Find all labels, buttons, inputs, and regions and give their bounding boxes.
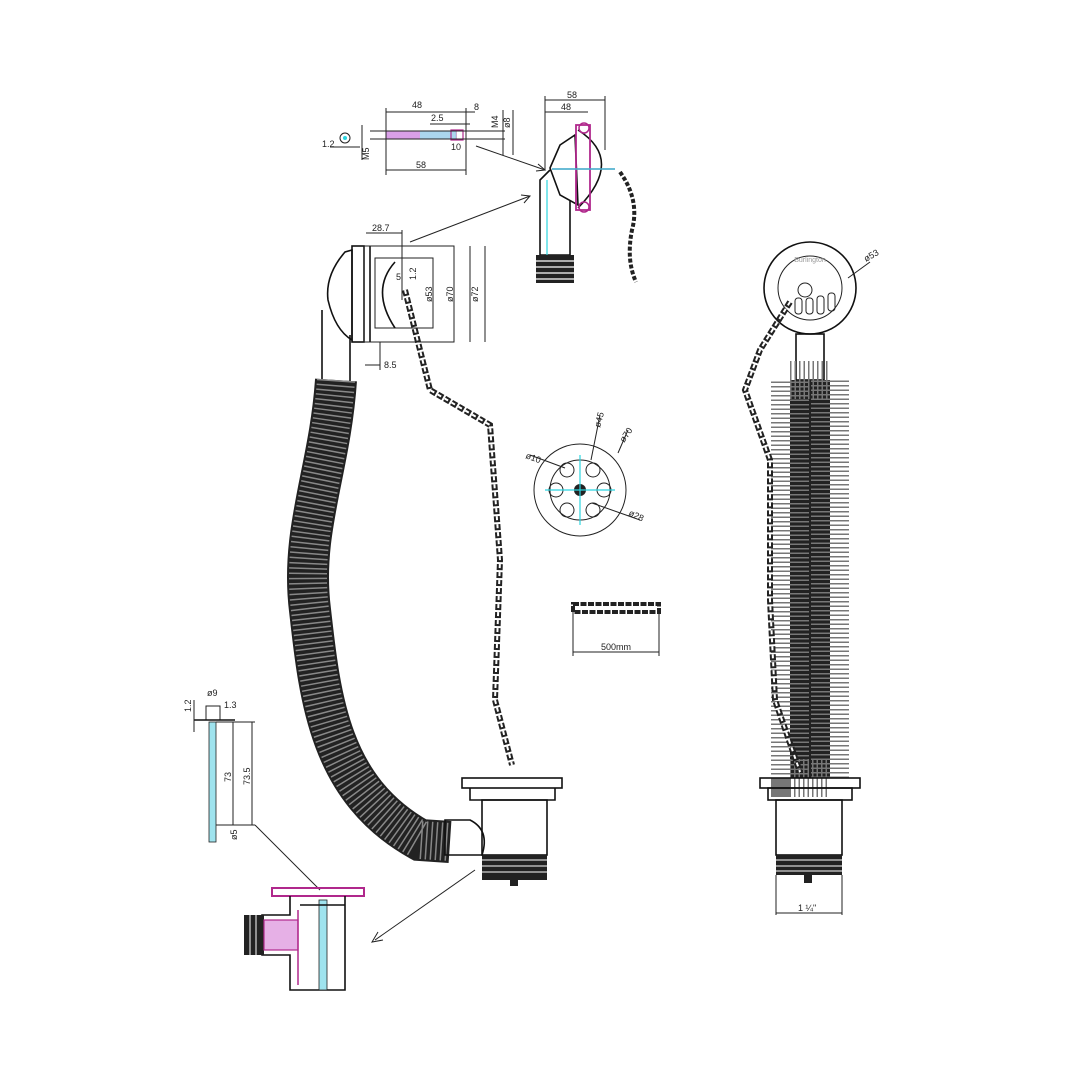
- dim-label: ø9: [207, 688, 218, 698]
- dim-label: 48: [561, 102, 571, 112]
- dim-label: 73: [223, 772, 233, 782]
- dim-label: ø45: [592, 411, 606, 429]
- chain: [618, 170, 638, 283]
- dim-label: 8: [474, 102, 479, 112]
- dim-label: ø70: [445, 286, 455, 302]
- pin-shaft: [208, 721, 217, 843]
- dim-label: 28.7: [372, 223, 390, 233]
- waste-body: [481, 799, 548, 856]
- dim-label: 58: [416, 160, 426, 170]
- waste-body: [775, 799, 843, 856]
- screw-head-end-view: [339, 132, 351, 144]
- dim-label: 1.3: [224, 700, 237, 710]
- overflow-section-detail: 58 48: [409, 90, 638, 283]
- screw-center: [343, 136, 347, 140]
- dim-label: ø53: [424, 286, 434, 302]
- dim-label: ø70: [617, 426, 634, 444]
- leader-line: [254, 824, 321, 891]
- plate-dim-label: ø53: [862, 247, 880, 263]
- chain-length-label: 500mm: [601, 642, 631, 652]
- dim-label: ø72: [470, 286, 480, 302]
- dim-label: ø5: [229, 829, 239, 840]
- dim-label: ø10: [524, 450, 542, 465]
- dim-label: 73.5: [242, 767, 252, 785]
- overflow-side-view: 28.7 5 1.2 ø53 ø70 ø72 8.5: [287, 223, 563, 943]
- dim-label: 10: [451, 142, 461, 152]
- dim-label: 58: [567, 90, 577, 100]
- dim-label: M5: [361, 147, 371, 160]
- dim-label: ø8: [502, 117, 512, 128]
- thread-size-label: 1 ¼": [798, 903, 816, 913]
- waste-side-outlet: [244, 915, 264, 955]
- plug-grate-top-view: ø10 ø45 ø70 ø28: [524, 411, 645, 537]
- dim-label: 2.5: [431, 113, 444, 123]
- waste-section-detail: [244, 887, 365, 991]
- bath-waste-front-view: Burlington ø53 1 ¼": [741, 241, 880, 915]
- dim-label: 48: [412, 100, 422, 110]
- dim-label: 5: [396, 272, 401, 282]
- leader-arrow: [409, 195, 531, 243]
- leader-arrow: [475, 145, 546, 171]
- dim-label: ø28: [627, 508, 645, 524]
- screw-nut: [450, 129, 464, 141]
- pin-detail: ø9 1.3 1.2 73 73.5 ø5: [183, 688, 321, 891]
- dim-label: M4: [490, 115, 500, 128]
- flexible-hose: [287, 378, 452, 863]
- dim-label: 1.2: [408, 267, 418, 280]
- chain-length-detail: 500mm: [571, 602, 661, 656]
- dim-label: 8.5: [384, 360, 397, 370]
- threaded-outlet: [536, 255, 574, 283]
- overflow-screw-detail: 48 8 2.5 M4 ø8 1.2 M5 10 58: [322, 100, 547, 175]
- dim-label: 1.2: [183, 699, 193, 712]
- chain-sample: [571, 602, 661, 614]
- dim-label: 1.2: [322, 139, 335, 149]
- plug-flange: [461, 777, 563, 789]
- brand-logo: Burlington: [794, 257, 826, 264]
- leader-arrow: [374, 869, 476, 941]
